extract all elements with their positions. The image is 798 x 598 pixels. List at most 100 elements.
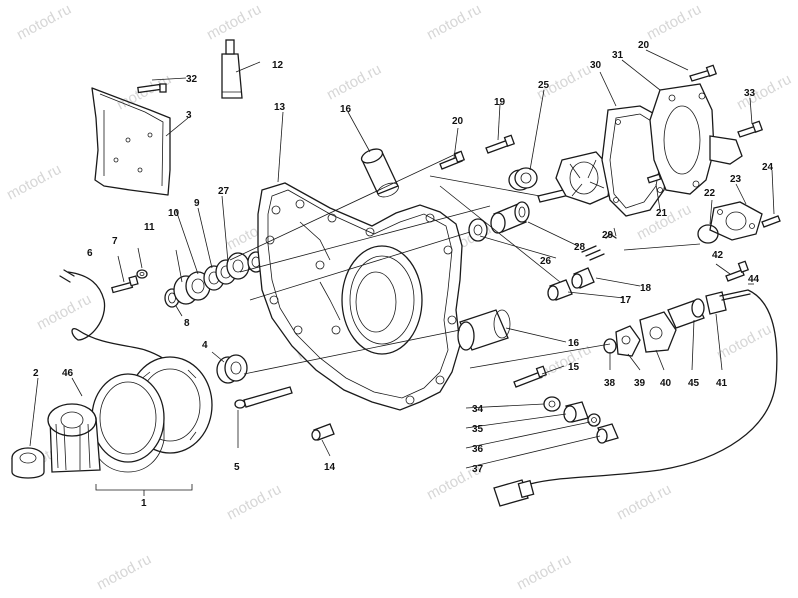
part-number-labels: 1 2 3 4 5 6 7 8 9 10 11 12 13 14 15 16 1… xyxy=(33,40,774,509)
screw-32 xyxy=(137,83,167,94)
watermark: motod.ru xyxy=(614,481,674,524)
pump-cover-31 xyxy=(649,83,743,195)
watermark: motod.ru xyxy=(644,1,704,44)
part-label-13: 13 xyxy=(274,102,286,113)
seal-25 xyxy=(508,167,538,191)
flange-23 xyxy=(709,201,763,241)
part-label-17: 17 xyxy=(620,295,632,306)
bushing-17 xyxy=(547,279,573,301)
stator-1 xyxy=(91,356,213,473)
sensor-cable-44 xyxy=(493,289,778,507)
washer-7 xyxy=(136,269,148,279)
washer-36 xyxy=(587,413,601,427)
part-label-1: 1 xyxy=(141,498,147,509)
part-label-15: 15 xyxy=(568,362,580,373)
part-label-40: 40 xyxy=(660,378,672,389)
part-label-38: 38 xyxy=(604,378,616,389)
part-label-28: 28 xyxy=(574,242,586,253)
watermark: motod.ru xyxy=(94,551,154,594)
sleeve-16-top xyxy=(360,148,399,198)
part-label-4: 4 xyxy=(202,340,208,351)
plug-37 xyxy=(596,423,619,444)
part-label-34: 34 xyxy=(472,404,484,415)
part-label-45: 45 xyxy=(688,378,700,389)
o-ring-22 xyxy=(697,224,719,244)
part-label-36: 36 xyxy=(472,444,484,455)
hatch-28 xyxy=(581,233,617,261)
part-label-12: 12 xyxy=(272,60,284,71)
part-label-39: 39 xyxy=(634,378,646,389)
part-label-8: 8 xyxy=(184,318,190,329)
rotor-2 xyxy=(47,403,101,473)
speed-sensor-45 xyxy=(667,298,705,329)
part-label-20-left: 20 xyxy=(452,116,464,127)
watermark: motod.ru xyxy=(424,1,484,44)
part-label-44: 44 xyxy=(748,274,760,285)
grease-tube-12 xyxy=(221,39,243,99)
part-label-23: 23 xyxy=(730,174,742,185)
screw-15 xyxy=(513,365,548,388)
part-label-18: 18 xyxy=(640,283,652,294)
part-label-32: 32 xyxy=(186,74,198,85)
sensor-housing-40 xyxy=(639,311,677,353)
watermark: motod.ru xyxy=(204,1,264,44)
screw-19 xyxy=(485,134,516,154)
part-label-33: 33 xyxy=(744,88,756,99)
part-label-41: 41 xyxy=(716,378,728,389)
bushing-26a xyxy=(468,218,488,242)
part-label-25: 25 xyxy=(538,80,550,91)
part-label-19: 19 xyxy=(494,97,506,108)
bearing-27 xyxy=(226,252,250,280)
group-bracket-1 xyxy=(95,484,193,496)
bushing-26b xyxy=(490,201,530,234)
bolt-5 xyxy=(234,386,293,409)
screw-6 xyxy=(111,275,139,294)
cover-plate-3 xyxy=(91,87,171,196)
gasket-39 xyxy=(615,325,641,357)
sensor-35 xyxy=(563,401,589,423)
part-label-20-right: 20 xyxy=(638,40,650,51)
part-label-37: 37 xyxy=(472,464,484,475)
part-label-7: 7 xyxy=(112,236,118,247)
part-label-16-bottom: 16 xyxy=(568,338,580,349)
part-label-16-top: 16 xyxy=(340,104,352,115)
watermark: motod.ru xyxy=(514,551,574,594)
screw-20-left xyxy=(439,150,466,170)
part-label-22: 22 xyxy=(704,188,716,199)
part-label-6: 6 xyxy=(87,248,93,259)
sleeve-16-bottom xyxy=(457,309,511,351)
part-label-2: 2 xyxy=(33,368,39,379)
part-label-5: 5 xyxy=(234,462,240,473)
part-label-24: 24 xyxy=(762,162,774,173)
part-label-31: 31 xyxy=(612,50,624,61)
watermark: motod.ru xyxy=(224,481,284,524)
bearing-4 xyxy=(216,354,248,384)
stator-wire-46 xyxy=(59,269,179,371)
part-label-26: 26 xyxy=(540,256,552,267)
dowel-14 xyxy=(311,423,335,441)
o-ring-38 xyxy=(603,338,617,354)
screw-33 xyxy=(737,120,764,138)
bushing-18 xyxy=(571,267,595,289)
part-label-10: 10 xyxy=(168,208,180,219)
screw-24 xyxy=(761,215,781,228)
part-label-30: 30 xyxy=(590,60,602,71)
watermark: motod.ru xyxy=(714,321,774,364)
leader-lines xyxy=(29,49,775,469)
watermark: motod.ru xyxy=(14,1,74,44)
cap-2 xyxy=(11,447,45,479)
part-label-3: 3 xyxy=(186,110,192,121)
part-label-29: 29 xyxy=(602,230,614,241)
screw-21 xyxy=(646,173,662,184)
screw-42 xyxy=(725,260,750,282)
watermark: motod.ru xyxy=(34,291,94,334)
part-label-14: 14 xyxy=(324,462,336,473)
part-label-27: 27 xyxy=(218,186,230,197)
part-label-35: 35 xyxy=(472,424,484,435)
part-label-9: 9 xyxy=(194,198,200,209)
crankcase-cover-13 xyxy=(257,182,463,411)
watermark: motod.ru xyxy=(534,341,594,384)
part-label-46: 46 xyxy=(62,368,74,379)
